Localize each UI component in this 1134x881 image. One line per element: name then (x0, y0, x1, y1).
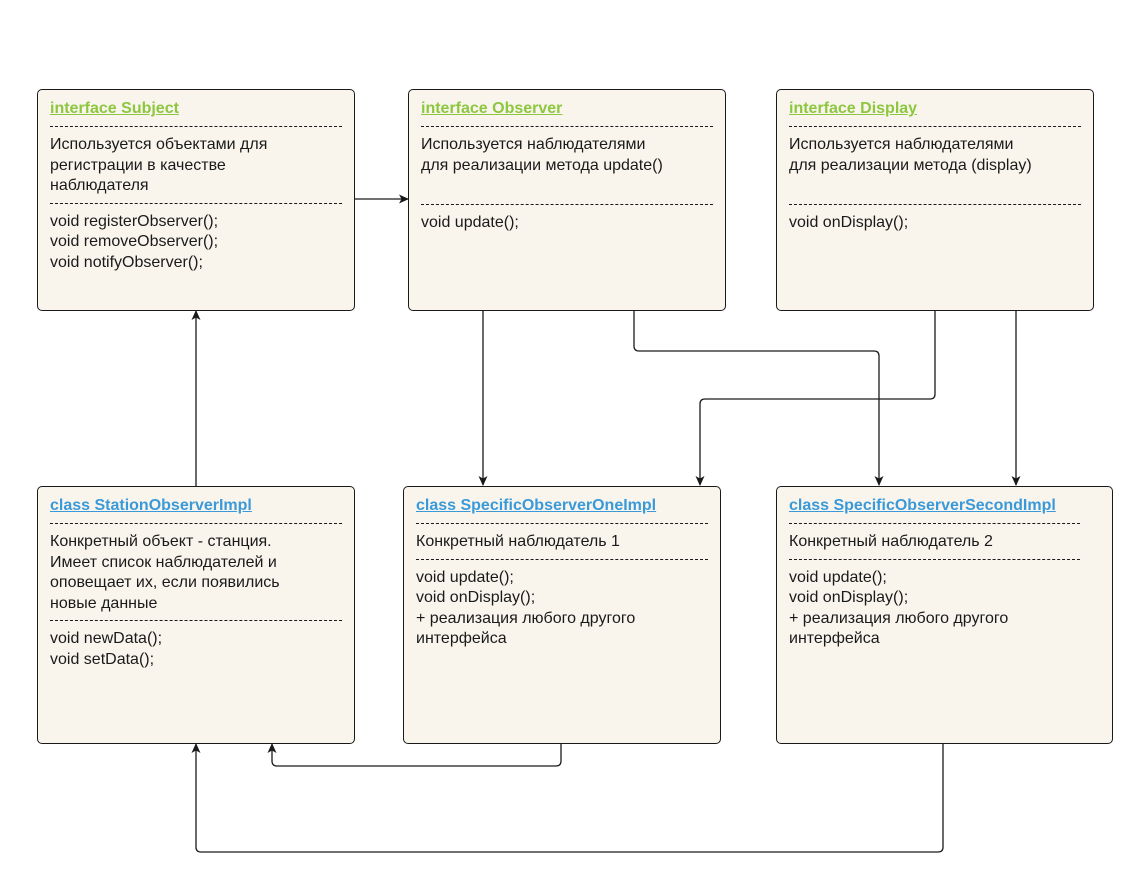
display-title[interactable]: interface Display (789, 100, 918, 117)
arrow-second-to-station (191, 743, 944, 853)
observer-methods: void update(); (421, 213, 713, 234)
divider (789, 204, 1081, 205)
subject-interface-box[interactable]: interface Subject Используется объектами… (37, 89, 355, 311)
divider (50, 620, 342, 621)
method-line: void onDisplay(); (789, 214, 909, 231)
divider (789, 523, 1080, 524)
divider (421, 126, 713, 127)
method-line: void update(); (421, 214, 519, 231)
divider (416, 558, 708, 560)
display-interface-box[interactable]: interface Display Используется наблюдате… (776, 89, 1094, 311)
method-line: интерфейса (789, 630, 880, 647)
arrow-observer-to-second (633, 311, 884, 486)
method-line: + реализация любого другого (416, 609, 636, 627)
divider (789, 558, 1080, 560)
station-description: Конкретный объект - станция. Имеет списо… (50, 532, 342, 614)
method-line: void onDisplay(); (416, 589, 536, 606)
description-line: для реализации метода update() (421, 156, 663, 174)
divider (50, 202, 342, 204)
method-line: интерфейса (416, 630, 507, 647)
observer-one-class-box[interactable]: class SpecificObserverOneImpl Конкретный… (403, 486, 721, 744)
arrow-one-to-station (267, 743, 562, 767)
description-line: Используется наблюдателями (421, 136, 646, 153)
description-line: Конкретный наблюдатель 1 (416, 533, 620, 550)
observer-one-title[interactable]: class SpecificObserverOneImpl (416, 497, 657, 514)
divider (416, 523, 708, 524)
observer-one-description: Конкретный наблюдатель 1 (416, 532, 708, 553)
divider (50, 523, 342, 524)
divider (421, 204, 713, 205)
method-line: void notifyObserver(); (50, 253, 203, 271)
display-description: Используется наблюдателями для реализаци… (789, 135, 1081, 198)
subject-description: Используется объектами для регистрации в… (50, 135, 342, 197)
description-line: Используется наблюдателями (789, 136, 1014, 153)
station-methods: void newData(); void setData(); (50, 629, 342, 670)
description-line: Конкретный объект - станция. (50, 533, 272, 550)
observer-second-description: Конкретный наблюдатель 2 (789, 532, 1100, 553)
method-line: void update(); (416, 568, 514, 586)
method-line: void setData(); (50, 650, 155, 668)
description-line: оповещает их, если появились (50, 574, 280, 591)
description-line: новые данные (50, 594, 158, 612)
description-line: для реализации метода (display) (789, 156, 1032, 174)
divider (50, 126, 342, 127)
observer-one-methods: void update(); void onDisplay(); + реали… (416, 568, 708, 650)
observer-title[interactable]: interface Observer (421, 100, 563, 117)
observer-second-class-box[interactable]: class SpecificObserverSecondImpl Конкрет… (776, 486, 1113, 744)
method-line: void registerObserver(); (50, 212, 219, 230)
display-methods: void onDisplay(); (789, 213, 1081, 234)
description-line: Имеет список наблюдателей и (50, 553, 277, 571)
observer-second-title[interactable]: class SpecificObserverSecondImpl (789, 497, 1056, 514)
observer-interface-box[interactable]: interface Observer Используется наблюдат… (408, 89, 726, 311)
observer-description: Используется наблюдателями для реализаци… (421, 135, 713, 198)
observer-second-methods: void update(); void onDisplay(); + реали… (789, 568, 1100, 650)
divider (789, 126, 1081, 127)
method-line: void onDisplay(); (789, 589, 909, 606)
method-line: void newData(); (50, 630, 163, 647)
description-line: регистрации в качестве (50, 156, 226, 174)
description-line: наблюдателя (50, 177, 149, 194)
station-class-box[interactable]: class StationObserverImpl Конкретный объ… (37, 486, 355, 744)
subject-title[interactable]: interface Subject (50, 100, 179, 117)
description-line: Конкретный наблюдатель 2 (789, 533, 993, 550)
description-line: Используется объектами для (50, 136, 268, 153)
method-line: + реализация любого другого (789, 609, 1009, 627)
arrow-display-to-one (695, 311, 936, 486)
station-title[interactable]: class StationObserverImpl (50, 497, 252, 514)
method-line: void removeObserver(); (50, 233, 219, 250)
subject-methods: void registerObserver(); void removeObse… (50, 212, 342, 274)
method-line: void update(); (789, 568, 887, 586)
